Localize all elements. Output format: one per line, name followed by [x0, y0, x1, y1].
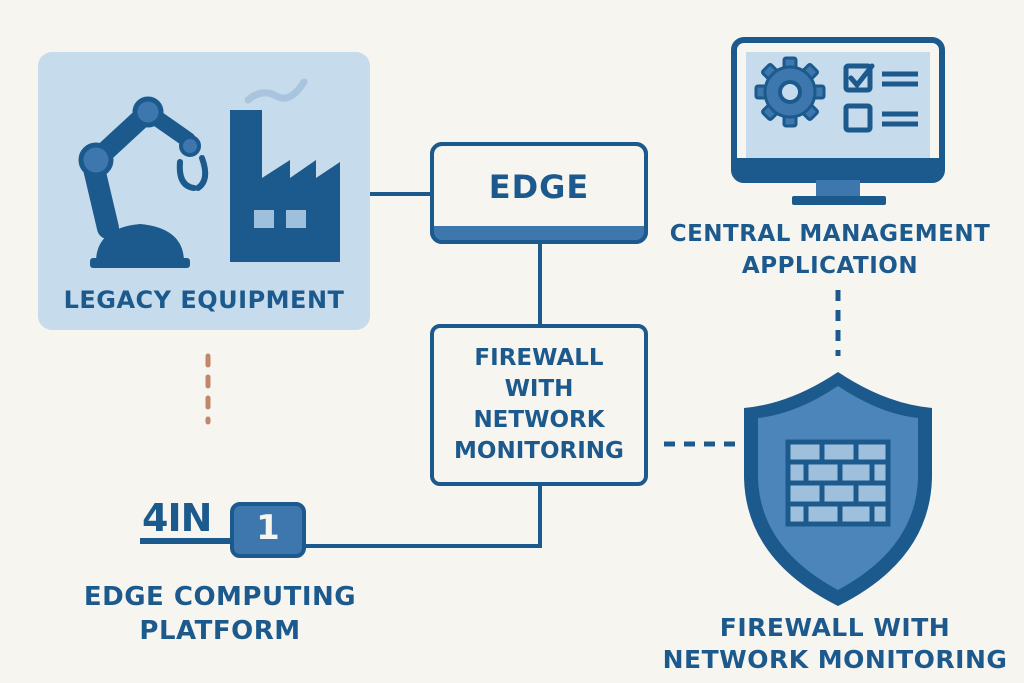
firewall-box-line-2: WITH — [504, 376, 574, 402]
firewall-box — [430, 324, 648, 486]
factory-icon — [230, 78, 340, 262]
firewall-box-line-1: FIREWALL — [474, 345, 604, 371]
platform-logo — [140, 502, 306, 558]
firewall-box-line-4: MONITORING — [454, 438, 624, 464]
checklist-icon — [843, 63, 918, 133]
central-label-line-2: APPLICATION — [741, 253, 919, 279]
firewall-box-label: FIREWALL WITH NETWORK MONITORING — [432, 343, 646, 467]
platform-label-line-2: PLATFORM — [139, 616, 301, 646]
legacy-equipment-label: LEGACY EQUIPMENT — [63, 286, 345, 314]
central-management-label: CENTRAL MANAGEMENT APPLICATION — [660, 218, 1000, 282]
central-label-line-1: CENTRAL MANAGEMENT — [669, 221, 991, 247]
firewall-platform-connector — [305, 484, 542, 548]
robot-arm-icon — [78, 96, 209, 268]
shield-label-line-1: FIREWALL WITH — [719, 613, 951, 642]
platform-logo-text: 4IN — [142, 496, 212, 540]
gear-icon — [754, 56, 826, 128]
edge-label: EDGE — [488, 168, 590, 206]
edge-box — [430, 142, 648, 244]
brick-wall-icon — [785, 439, 891, 527]
shield-label-line-2: NETWORK MONITORING — [662, 645, 1008, 674]
shield-firewall-label: FIREWALL WITH NETWORK MONITORING — [650, 612, 1020, 676]
platform-label: EDGE COMPUTING PLATFORM — [70, 580, 370, 648]
platform-logo-digit: 1 — [256, 508, 280, 548]
firewall-box-line-3: NETWORK — [473, 407, 605, 433]
platform-label-line-1: EDGE COMPUTING — [83, 582, 357, 612]
